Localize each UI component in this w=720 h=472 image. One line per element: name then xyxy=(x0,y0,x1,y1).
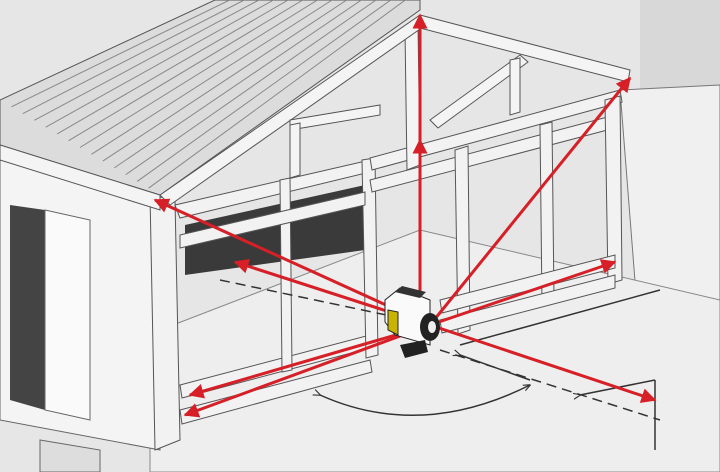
roof-plank xyxy=(102,0,348,162)
roof-plank xyxy=(148,0,406,189)
laser-beam-arrow xyxy=(429,259,617,327)
laser-beam-arrow xyxy=(188,323,431,399)
side-wall-frame xyxy=(369,89,623,335)
left-wall-block xyxy=(0,159,161,472)
laser-beam-arrow xyxy=(428,76,632,326)
roof-plank xyxy=(136,0,392,182)
roof-plank xyxy=(114,0,362,169)
laser-beam-arrow xyxy=(429,323,657,403)
laser-distance-meter-icon xyxy=(384,286,440,358)
roof-plank xyxy=(68,0,304,142)
roof-plank xyxy=(45,0,274,128)
laser-beam-arrow xyxy=(153,198,431,327)
roof-plank xyxy=(34,0,260,121)
roof-plank xyxy=(11,0,230,108)
roof-plank xyxy=(125,0,377,176)
roof-plank xyxy=(22,0,245,115)
roof-trusses xyxy=(159,14,631,206)
laser-beam-arrow xyxy=(183,323,431,418)
laser-beams xyxy=(153,13,657,418)
floor-measure-lines xyxy=(219,279,661,450)
roof-plank xyxy=(79,0,318,148)
roof-plank xyxy=(91,0,333,155)
roof-deck xyxy=(0,0,421,211)
roof-plank xyxy=(56,0,289,135)
front-wall-frame xyxy=(149,157,379,451)
